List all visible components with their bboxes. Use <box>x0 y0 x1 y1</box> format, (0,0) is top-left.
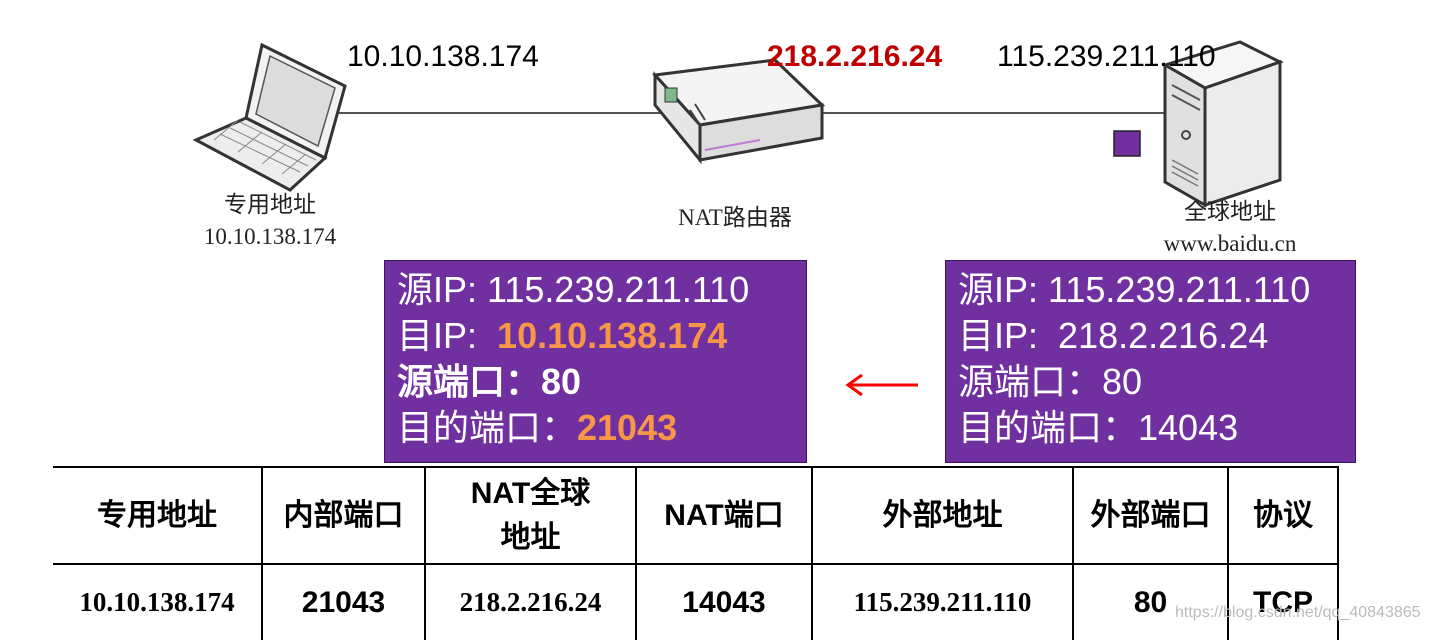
network-diagram <box>192 40 1284 208</box>
src-ip-value: 115.239.211.110 <box>487 269 750 310</box>
dst-ip-label: 目IP: <box>958 315 1039 356</box>
src-ip-value: 115.239.211.110 <box>1048 269 1311 310</box>
header-nat-global-line1: NAT全球 <box>470 476 591 510</box>
cell-internal-port: 21043 <box>261 564 426 640</box>
src-port-value: 80 <box>541 361 582 402</box>
server-ip-top: 115.239.211.110 <box>997 40 1216 73</box>
host-label: 专用地址 <box>224 192 316 217</box>
server-label: 全球地址 <box>1184 199 1276 224</box>
header-nat-global-address: NAT全球 地址 <box>424 466 637 565</box>
cell-external-address: 115.239.211.110 <box>811 564 1074 640</box>
laptop-icon <box>192 42 347 192</box>
src-ip-label: 源IP: <box>397 269 488 310</box>
packet-box-translated: 源IP: 115.239.211.110 目IP: 10.10.138.174 … <box>384 260 807 463</box>
header-internal-port: 内部端口 <box>261 466 426 565</box>
header-external-port: 外部端口 <box>1072 466 1229 565</box>
cell-external-port: 80 <box>1072 564 1229 640</box>
dst-ip-label: 目IP: <box>397 315 478 356</box>
dst-port-label: 目的端口： <box>958 407 1139 448</box>
header-external-address: 外部地址 <box>811 466 1074 565</box>
cell-protocol: TCP <box>1227 564 1339 640</box>
router-icon <box>651 58 826 165</box>
src-port-label: 源端口： <box>958 361 1103 402</box>
table-header-row: 专用地址 内部端口 NAT全球 地址 NAT端口 外部地址 外部端口 协议 <box>53 466 1339 565</box>
server-url: www.baidu.cn <box>1163 231 1297 256</box>
server-icon <box>1161 40 1284 208</box>
host-ip: 10.10.138.174 <box>203 224 337 249</box>
host-ip-top: 10.10.138.174 <box>347 40 539 73</box>
cell-nat-port: 14043 <box>635 564 813 640</box>
nat-table: 专用地址 内部端口 NAT全球 地址 NAT端口 外部地址 外部端口 协议 10… <box>53 466 1339 640</box>
table-row: 10.10.138.174 21043 218.2.216.24 14043 1… <box>53 564 1339 640</box>
header-protocol: 协议 <box>1227 466 1339 565</box>
dst-ip-value: 10.10.138.174 <box>497 315 728 356</box>
server-caption: 全球地址 www.baidu.cn <box>1140 196 1320 260</box>
dst-port-label: 目的端口： <box>397 407 578 448</box>
router-label: NAT路由器 <box>678 205 792 230</box>
src-port-label: 源端口： <box>397 361 542 402</box>
packet-box-original: 源IP: 115.239.211.110 目IP: 218.2.216.24 源… <box>945 260 1356 463</box>
header-nat-global-line2: 地址 <box>500 520 561 554</box>
left-arrow-icon <box>845 373 918 397</box>
cell-nat-global-address: 218.2.216.24 <box>424 564 637 640</box>
host-caption: 专用地址 10.10.138.174 <box>180 189 360 253</box>
header-private-address: 专用地址 <box>53 466 263 565</box>
cell-private-address: 10.10.138.174 <box>53 564 263 640</box>
router-ip-top: 218.2.216.24 <box>767 40 943 73</box>
src-port-value: 80 <box>1102 361 1143 402</box>
header-nat-port: NAT端口 <box>635 466 813 565</box>
dst-ip-value: 218.2.216.24 <box>1058 315 1269 356</box>
dst-port-value: 21043 <box>577 407 678 448</box>
src-ip-label: 源IP: <box>958 269 1049 310</box>
watermark: https://blog.csdn.net/qq_40843865 <box>1175 604 1421 621</box>
packet-marker <box>1113 130 1141 157</box>
dst-port-value: 14043 <box>1138 407 1239 448</box>
